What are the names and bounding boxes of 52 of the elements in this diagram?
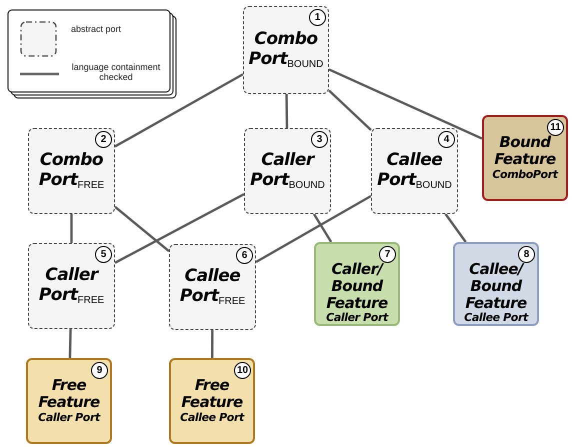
feature-box — [169, 358, 255, 444]
port-box — [28, 243, 115, 329]
node-title: Callee Port$_{BOUND}$ — [376, 151, 453, 191]
connector-line — [328, 68, 482, 140]
connector-line — [70, 214, 73, 243]
connector-line — [114, 193, 245, 264]
port-box — [243, 6, 329, 94]
connector-line — [255, 194, 372, 264]
node-number: 9 — [91, 362, 108, 379]
node-subtitle: ComboPort — [492, 168, 558, 181]
node-title: Free Feature — [37, 377, 101, 411]
node-title: Caller/ Bound Feature — [325, 261, 389, 312]
port-box — [28, 128, 115, 214]
feature-box — [453, 242, 539, 326]
connector-line — [211, 330, 214, 358]
node-number: 1 — [309, 9, 326, 26]
node-title: Callee/ Bound Feature — [464, 261, 528, 312]
feature-box — [482, 115, 568, 201]
node-title: Bound Feature — [493, 134, 557, 168]
node-number: 8 — [518, 246, 535, 263]
connector-line — [114, 206, 170, 252]
node-title: Caller Port$_{BOUND}$ — [249, 151, 326, 191]
port-box — [169, 244, 256, 330]
node-subtitle: Caller Port — [326, 311, 388, 324]
legend-text: abstract port — [70, 24, 122, 34]
node-number: 4 — [438, 131, 455, 148]
connector-line — [328, 90, 372, 131]
connector-line — [68, 328, 72, 358]
node-title: Callee Port$_{FREE}$ — [178, 267, 246, 307]
node-subtitle: Caller Port — [38, 410, 100, 424]
legend-text: language containment checked — [70, 62, 162, 82]
node-subtitle: Callee Port — [180, 410, 244, 424]
node-number: 3 — [311, 131, 328, 148]
port-box — [244, 128, 331, 214]
connector-line — [114, 73, 244, 148]
node-title: Free Feature — [180, 377, 244, 411]
node-number: 2 — [95, 131, 112, 148]
node-title: Combo Port$_{FREE}$ — [38, 151, 106, 191]
connector-line — [312, 213, 332, 243]
node-title: Caller Port$_{FREE}$ — [38, 266, 106, 306]
node-number: 5 — [95, 246, 112, 263]
connector-line — [285, 94, 288, 128]
node-number: 6 — [236, 247, 253, 264]
feature-box — [314, 242, 400, 326]
port-box — [371, 128, 458, 214]
node-number: 10 — [234, 362, 251, 379]
node-title: Combo Port$_{BOUND}$ — [248, 30, 324, 70]
node-number: 7 — [379, 246, 396, 263]
feature-box — [26, 358, 112, 444]
node-subtitle: Callee Port — [464, 311, 528, 324]
node-number: 11 — [547, 119, 564, 136]
connector-line — [444, 213, 467, 243]
